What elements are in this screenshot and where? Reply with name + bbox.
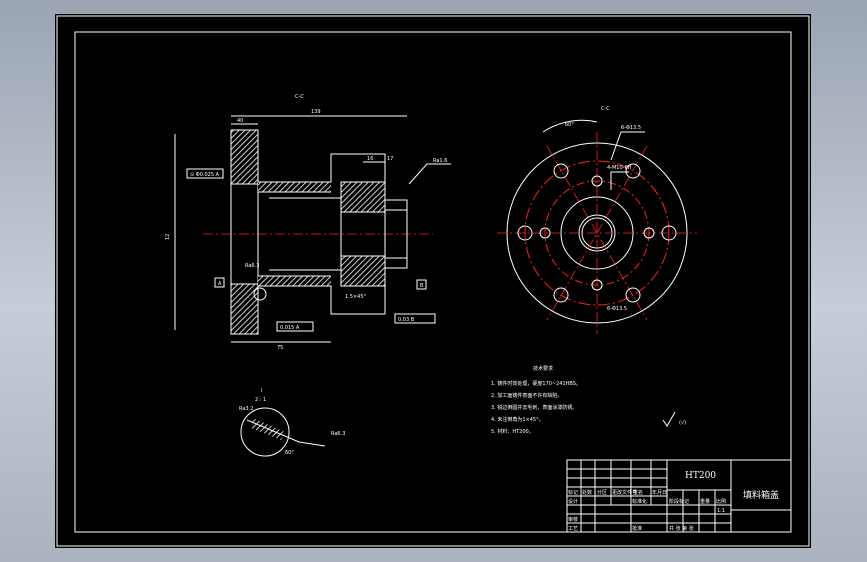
detail-circle (240, 407, 290, 457)
part-name: 填料箱盖 (743, 489, 779, 501)
tb-standard: 标准化 (632, 498, 647, 505)
tol-frame-1 (276, 321, 314, 332)
detail-scale: 2 : 1 (255, 397, 266, 403)
material: HT200 (685, 471, 716, 481)
tech-req-1: 1. 铸件时效处理，硬度170~241HBS。 (491, 380, 581, 387)
roughness-other: (√) (679, 420, 686, 426)
drawing-canvas: C-C (56, 15, 810, 547)
detail-angle: 60° (285, 450, 294, 456)
tb-date: 年月日 (652, 489, 667, 496)
tb-review: 审核 (568, 516, 578, 523)
tb-approve: 批准 (632, 525, 642, 532)
flange-hatch-top (231, 130, 258, 184)
hole-leader (610, 131, 645, 161)
roughness-symbol (662, 411, 676, 427)
section-mark-top: C-C (601, 106, 610, 112)
tech-req-5: 5. 材料：HT200。 (491, 428, 534, 435)
inner-border (74, 31, 792, 533)
ra-2: Ra6.3 (245, 263, 259, 269)
tech-requirements: 技术要求 1. 铸件时效处理，硬度170~241HBS。 2. 加工面铸件表面不… (491, 365, 581, 435)
datum-a: A (218, 281, 222, 287)
tb-stage: 阶段标记 (669, 498, 689, 505)
drawing-sheet[interactable]: C-C (55, 14, 811, 548)
datum-b: B (420, 283, 424, 289)
end-view: 6-Φ13.5 4-M10-6H 6-Φ13.5 60° C-C (497, 106, 697, 334)
dim-flange: 75 (277, 345, 283, 351)
dim-d: 12 (165, 234, 171, 240)
tb-docno: 更改文件号 (612, 489, 637, 496)
flange-hatch-bottom (231, 284, 258, 334)
tech-req-4: 4. 未注倒角为1×45°。 (491, 416, 544, 423)
dim-a: 40 (237, 118, 243, 124)
tol-2: 0.03 B (398, 317, 415, 323)
hole-callout-2: 4-M10-6H (607, 165, 632, 171)
end-boss (384, 199, 408, 269)
section-label: C-C (295, 94, 304, 100)
ra-1: Ra1.6 (433, 158, 447, 164)
tol-frame-3 (186, 168, 224, 179)
tol-frame-2 (394, 313, 436, 324)
detail-view: I 2 : 1 Ra3.2 Ra6.3 60° (239, 388, 345, 457)
tb-scale-val: 1:1 (717, 508, 725, 514)
hub-hatch-bottom (341, 256, 385, 286)
tb-count: 处数 (582, 489, 592, 496)
angle-label: 60° (565, 122, 574, 128)
bottom-callout: 6-Φ13.5 (607, 306, 627, 312)
detail-label: I (261, 388, 262, 394)
hole-callout: 6-Φ13.5 (621, 125, 641, 131)
hub-hatch-top (341, 182, 385, 212)
body-hatch-top (258, 182, 331, 192)
ra-leader-1 (408, 163, 451, 185)
tech-req-title: 技术要求 (533, 365, 553, 372)
tb-weight: 重量 (700, 498, 710, 505)
detail-ra-2: Ra6.3 (331, 431, 345, 437)
datum-b-box (416, 279, 427, 290)
tb-mark: 标记 (568, 489, 578, 496)
tb-sheet: 共 张 第 张 (669, 525, 694, 532)
dim-b: 16 (367, 156, 373, 162)
outer-border (56, 15, 810, 547)
detail-ra: Ra3.2 (239, 406, 253, 412)
section-view: C-C (165, 94, 451, 351)
tb-scale: 比例 (716, 498, 726, 505)
tol-1: 0.015 A (280, 325, 300, 331)
title-block: 标记 处数 分区 更改文件号 签名 年月日 设计 标准化 审核 工艺 批准 阶段… (566, 459, 792, 533)
dim-c: 17 (387, 156, 393, 162)
body-hatch-bottom (258, 276, 331, 286)
tb-process: 工艺 (568, 526, 578, 532)
tb-sign: 签名 (633, 489, 643, 496)
circle-mark: ⊙ Φ0.025 A (190, 172, 220, 178)
datum-a-box (214, 277, 225, 288)
detail-I-marker (253, 287, 267, 301)
tb-zone: 分区 (597, 489, 607, 496)
chamfer: 1.5×45° (345, 294, 367, 300)
flange-outline (230, 129, 259, 335)
tb-design: 设计 (568, 498, 578, 505)
tech-req-3: 3. 锐边倒圆并去毛刺，表面涂漆防锈。 (491, 404, 577, 411)
angle-arc (542, 119, 598, 133)
dim-total: 139 (311, 109, 321, 115)
tech-req-2: 2. 加工面铸件表面不许有缺陷。 (491, 392, 562, 399)
